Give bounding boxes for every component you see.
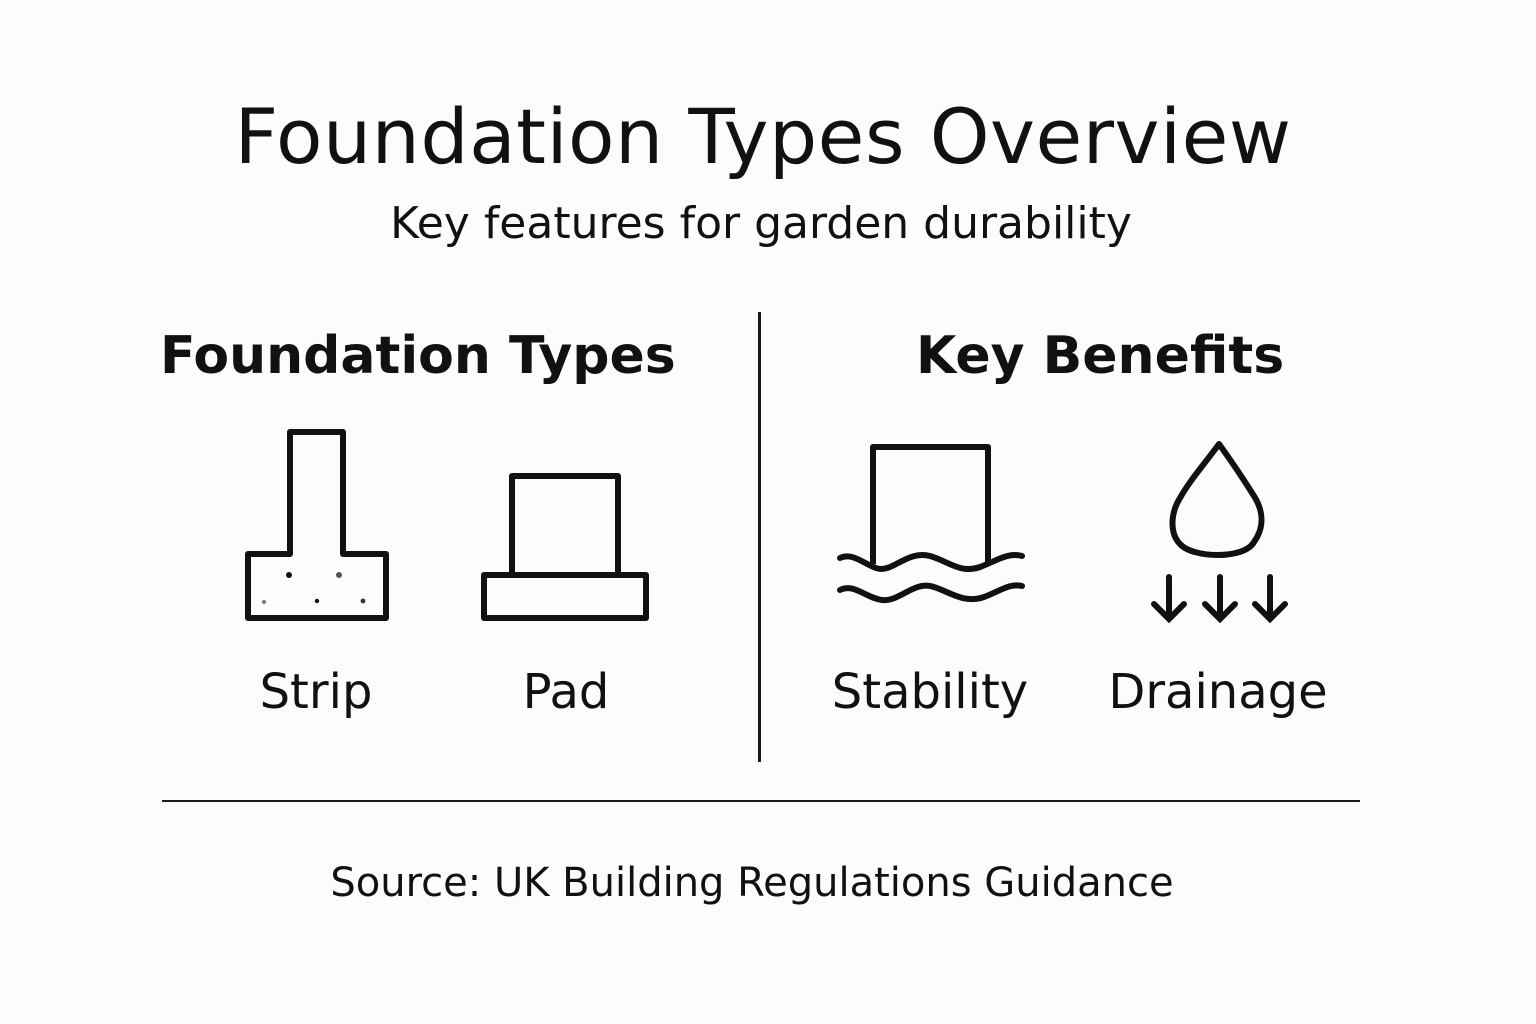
- water-drop-drainage-icon: [1151, 441, 1288, 624]
- label-drainage: Drainage: [1108, 664, 1328, 720]
- label-pad: Pad: [522, 664, 610, 720]
- page-subtitle: Key features for garden durability: [390, 198, 1132, 249]
- page-title: Foundation Types Overview: [234, 92, 1292, 181]
- section-heading-key-benefits: Key Benefits: [916, 326, 1285, 386]
- horizontal-divider: [162, 800, 1360, 802]
- section-heading-foundation-types: Foundation Types: [160, 326, 676, 386]
- strip-foundation-icon: [245, 429, 389, 621]
- label-strip: Strip: [259, 664, 373, 720]
- vertical-divider: [758, 312, 761, 762]
- source-citation: Source: UK Building Regulations Guidance: [330, 860, 1174, 906]
- label-stability: Stability: [831, 664, 1029, 720]
- stability-waves-icon: [837, 444, 1025, 604]
- pad-foundation-icon: [481, 473, 649, 621]
